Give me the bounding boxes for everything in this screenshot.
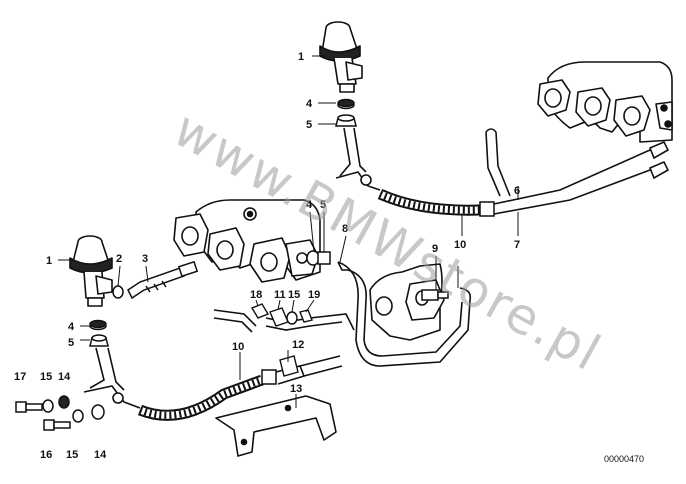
vacuum-hose-middle — [337, 261, 472, 367]
callout-c14b: 14 — [94, 449, 107, 461]
callout-c8: 8 — [342, 223, 348, 235]
connector-3 — [127, 260, 199, 300]
leader-lines-lower — [58, 259, 315, 408]
seal-ring-2 — [112, 285, 124, 299]
check-valve-lower — [69, 235, 113, 307]
callout-c17: 17 — [14, 371, 26, 383]
callout-c18: 18 — [250, 289, 262, 301]
callout-c3: 3 — [142, 253, 148, 265]
callout-c11: 11 — [274, 289, 286, 301]
callout-c15c: 15 — [66, 449, 78, 461]
mounting-bracket-13 — [215, 395, 337, 457]
nut-upper — [335, 114, 357, 127]
callout-c2: 2 — [116, 253, 122, 265]
pipe-lower — [83, 347, 141, 409]
callout-c4b: 4 — [306, 199, 313, 211]
callout-c4c: 4 — [68, 321, 75, 333]
callout-c1b: 1 — [46, 255, 52, 267]
braided-hose-lower — [137, 369, 277, 421]
callout-c5a: 5 — [306, 119, 312, 131]
nut-lower — [89, 334, 109, 347]
callout-c15b: 15 — [40, 371, 52, 383]
callout-c13: 13 — [290, 383, 302, 395]
callout-c10b: 10 — [232, 341, 244, 353]
callout-c15a: 15 — [288, 289, 300, 301]
callout-c1a: 1 — [298, 51, 304, 63]
callout-c7: 7 — [514, 239, 520, 251]
diagram-reference-number: 00000470 — [604, 454, 644, 464]
callout-c5b: 5 — [320, 199, 326, 211]
check-valve-upper — [319, 21, 363, 93]
vacuum-lines-lower — [213, 309, 355, 385]
callout-labels: 1 4 5 6 7 10 4 5 8 9 1 2 3 18 11 15 19 4… — [14, 51, 520, 461]
washer-lower — [89, 319, 107, 331]
bolts-and-washers — [15, 395, 105, 431]
fittings-middle — [306, 250, 331, 266]
vacuum-lines-upper — [485, 128, 670, 215]
intake-manifold-upper — [537, 61, 673, 143]
callout-c9: 9 — [432, 243, 438, 255]
callout-c6: 6 — [514, 185, 520, 197]
callout-c19: 19 — [308, 289, 320, 301]
callout-c10a: 10 — [454, 239, 466, 251]
callout-c14a: 14 — [58, 371, 71, 383]
braided-hose-upper — [377, 188, 495, 217]
pipe-upper — [335, 127, 381, 191]
washer-upper — [337, 98, 355, 110]
sensor-fitting — [421, 289, 449, 301]
callout-c4a: 4 — [306, 98, 313, 110]
callout-c16: 16 — [40, 449, 52, 461]
leader-lines-upper — [312, 55, 519, 236]
callout-c5c: 5 — [68, 337, 74, 349]
manifold-middle — [173, 199, 321, 283]
leader-lines-middle — [309, 211, 459, 290]
callout-c12: 12 — [292, 339, 304, 351]
